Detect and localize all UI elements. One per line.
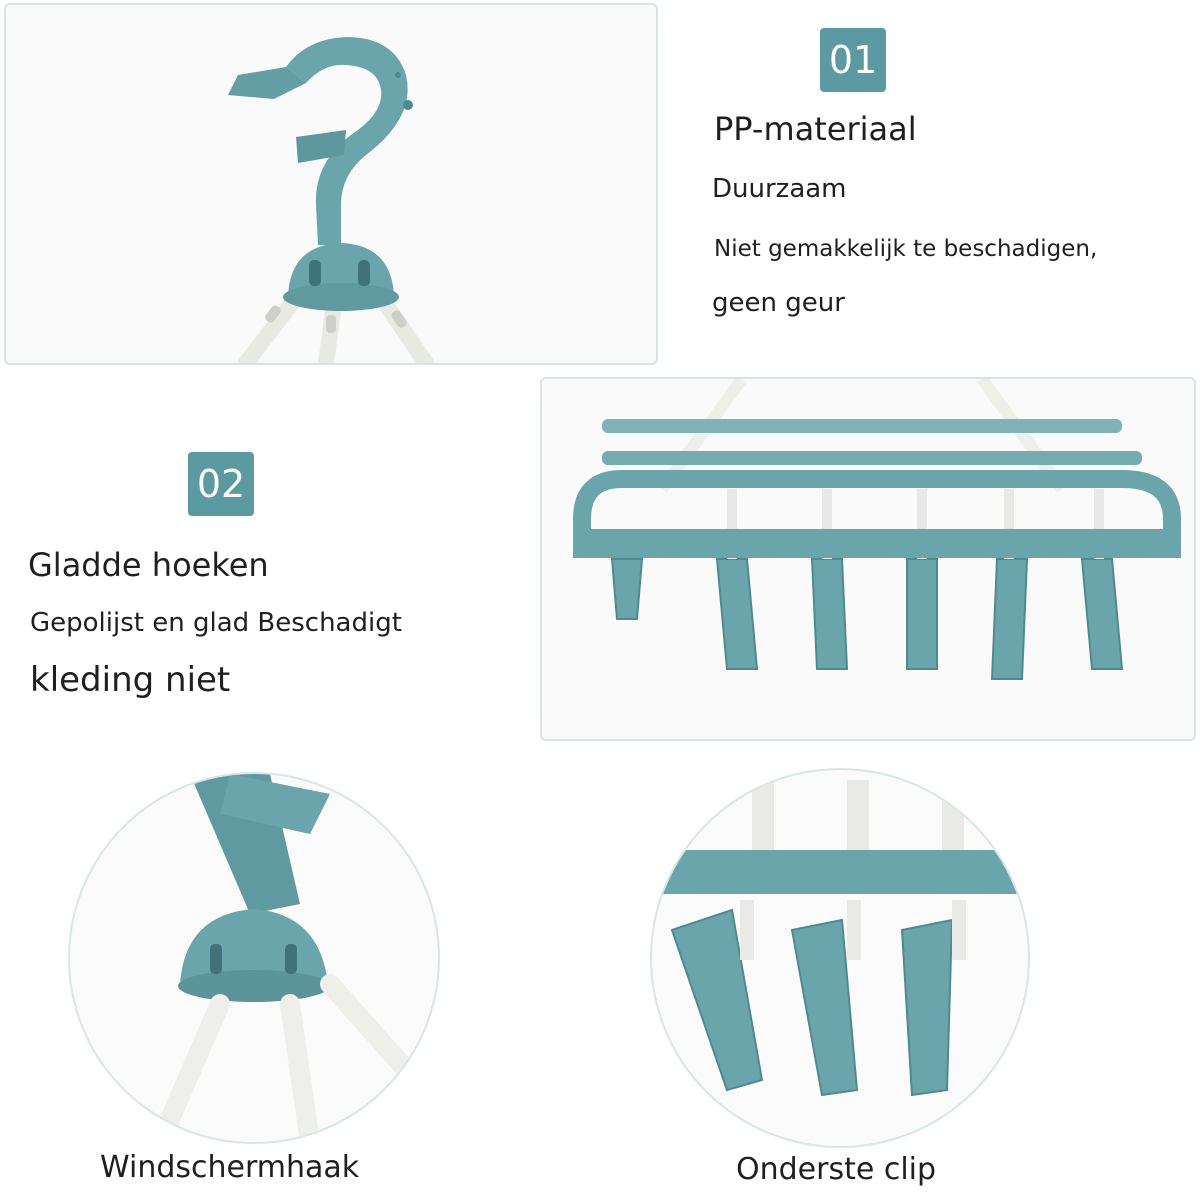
section2-line1: Gepolijst en glad Beschadigt <box>30 608 402 638</box>
section2-title: Gladde hoeken <box>28 546 269 584</box>
section-number-02: 02 <box>196 462 246 506</box>
rack-photo-panel <box>540 377 1196 741</box>
section2-line2: kleding niet <box>30 660 231 700</box>
section1-line3: geen geur <box>712 288 845 318</box>
hook-base-closeup <box>150 774 420 1142</box>
section1-title: PP-materiaal <box>714 110 917 148</box>
caption-windschermhaak: Windschermhaak <box>100 1150 360 1185</box>
caption-onderste-clip: Onderste clip <box>736 1152 937 1187</box>
bottom-clip-closeup <box>652 780 1028 1097</box>
section-number-badge-01: 01 <box>820 28 886 92</box>
hook-photo-panel <box>4 3 658 365</box>
clip-rack-illustration <box>573 379 1181 680</box>
section-number-badge-02: 02 <box>188 452 254 516</box>
clip-detail-circle <box>650 768 1030 1148</box>
hook-detail-circle <box>68 772 440 1144</box>
section1-line1: Duurzaam <box>712 174 847 204</box>
section-number-01: 01 <box>828 38 878 82</box>
section1-line2: Niet gemakkelijk te beschadigen, <box>714 236 1098 262</box>
hook-illustration <box>228 37 434 363</box>
